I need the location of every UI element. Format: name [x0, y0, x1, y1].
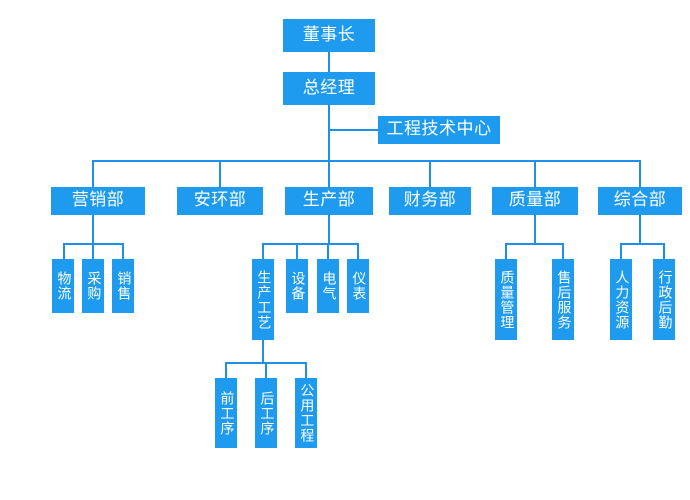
- connector-quality-bus: [505, 243, 563, 245]
- connector-bus-to-quality: [534, 160, 536, 187]
- node-human-resources[interactable]: 人力资源: [610, 259, 632, 340]
- connector-quality-to-management: [505, 243, 507, 259]
- connector-gm-trunk: [328, 105, 330, 161]
- connector-production-to-equipment: [296, 243, 298, 259]
- connector-general-affairs-bus: [620, 243, 664, 245]
- node-logistics[interactable]: 物流: [52, 259, 74, 313]
- node-production-process[interactable]: 生产工艺: [252, 259, 274, 340]
- node-marketing-dept[interactable]: 营销部: [51, 187, 145, 215]
- connector-quality-to-aftersales: [562, 243, 564, 259]
- connector-process-to-utility: [305, 362, 307, 378]
- node-production-dept[interactable]: 生产部: [285, 187, 373, 215]
- node-quality-dept[interactable]: 质量部: [492, 187, 578, 215]
- connector-bus-to-general-affairs: [639, 160, 641, 187]
- node-electrical[interactable]: 电气: [317, 259, 339, 313]
- connector-bus-to-finance: [429, 160, 431, 187]
- connector-production-to-electrical: [327, 243, 329, 259]
- node-quality-management[interactable]: 质量管理: [495, 259, 517, 340]
- node-procurement[interactable]: 采购: [82, 259, 104, 313]
- connector-marketing-trunk: [92, 212, 94, 243]
- connector-general-affairs-to-admin: [663, 243, 665, 259]
- connector-department-bus: [92, 160, 640, 162]
- connector-general-affairs-to-hr: [620, 243, 622, 259]
- node-instrumentation[interactable]: 仪表: [347, 259, 369, 313]
- connector-marketing-to-procurement: [92, 243, 94, 259]
- connector-process-to-front: [225, 362, 227, 378]
- connector-bus-to-marketing: [92, 160, 94, 187]
- connector-production-to-instrumentation: [357, 243, 359, 259]
- node-general-affairs-dept[interactable]: 综合部: [598, 187, 682, 215]
- connector-process-trunk: [262, 340, 264, 362]
- connector-process-to-back: [265, 362, 267, 378]
- connector-production-trunk: [328, 212, 330, 243]
- node-finance-dept[interactable]: 财务部: [389, 187, 471, 215]
- node-general-manager[interactable]: 总经理: [283, 72, 375, 105]
- connector-chairman-to-gm: [328, 52, 330, 72]
- connector-marketing-to-logistics: [63, 243, 65, 259]
- node-equipment[interactable]: 设备: [286, 259, 308, 313]
- connector-production-to-process: [262, 243, 264, 259]
- node-front-process[interactable]: 前工序: [215, 378, 237, 448]
- node-admin-logistics[interactable]: 行政后勤: [653, 259, 675, 340]
- connector-bus-to-production: [328, 160, 330, 187]
- connector-bus-to-safety-env: [219, 160, 221, 187]
- connector-general-affairs-trunk: [639, 212, 641, 243]
- node-back-process[interactable]: 后工序: [255, 378, 277, 448]
- node-chairman[interactable]: 董事长: [283, 19, 375, 52]
- connector-gm-to-engineering-center: [328, 129, 378, 131]
- connector-quality-trunk: [534, 212, 536, 243]
- node-after-sales-service[interactable]: 售后服务: [552, 259, 574, 340]
- node-safety-env-dept[interactable]: 安环部: [177, 187, 263, 215]
- node-engineering-center[interactable]: 工程技术中心: [378, 116, 500, 144]
- connector-production-bus: [262, 243, 358, 245]
- node-utility-engineering[interactable]: 公用工程: [295, 378, 317, 448]
- node-sales[interactable]: 销售: [112, 259, 134, 313]
- connector-marketing-to-sales: [122, 243, 124, 259]
